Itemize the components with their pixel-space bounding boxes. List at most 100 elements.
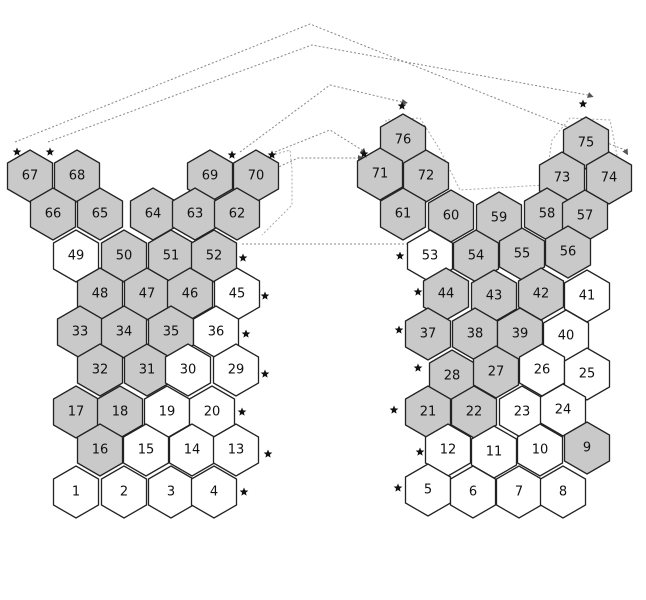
- hex-number-label: 28: [444, 369, 461, 384]
- star-icon: [394, 325, 404, 334]
- hex-number-label: 24: [555, 403, 572, 418]
- hex-tile: 11: [470, 425, 518, 479]
- hex-tile: 46: [166, 267, 214, 321]
- hex-shape: [472, 345, 520, 399]
- hex-number-label: 62: [229, 207, 246, 222]
- star-icon: [393, 483, 403, 492]
- hex-shape: [213, 187, 261, 241]
- star-icon: [413, 363, 423, 372]
- hex-number-label: 35: [163, 325, 180, 340]
- hex-tile: 10: [516, 423, 564, 477]
- hex-shape: [212, 343, 260, 397]
- hex-tile: 65: [76, 187, 124, 241]
- hex-number-label: 11: [486, 445, 503, 460]
- hex-shape: [516, 423, 564, 477]
- hex-number-label: 71: [372, 167, 389, 182]
- star-icon: [389, 405, 399, 414]
- hex-number-label: 2: [120, 485, 128, 500]
- hex-shape: [164, 343, 212, 397]
- hex-number-label: 22: [466, 405, 483, 420]
- hex-number-label: 21: [420, 405, 437, 420]
- hex-number-label: 18: [112, 405, 129, 420]
- hex-tile: 76: [379, 113, 427, 167]
- star-icon: [241, 329, 251, 338]
- hex-tile: 72: [402, 149, 450, 203]
- hex-tile: 71: [356, 147, 404, 201]
- star-icon: [237, 407, 247, 416]
- hex-shape: [517, 267, 565, 321]
- hex-number-label: 31: [139, 363, 156, 378]
- arrow-head-icon: [401, 99, 408, 105]
- hex-number-label: 16: [92, 443, 109, 458]
- hex-number-label: 41: [579, 289, 596, 304]
- hex-number-label: 26: [534, 363, 551, 378]
- hex-number-label: 74: [601, 171, 618, 186]
- hex-number-label: 49: [68, 249, 85, 264]
- hex-tile: 54: [452, 229, 500, 283]
- star-icon: [359, 149, 369, 158]
- hex-number-label: 68: [69, 169, 86, 184]
- hex-shape: [212, 423, 260, 477]
- hex-number-label: 70: [248, 169, 265, 184]
- hex-shape: [379, 187, 427, 241]
- hex-number-label: 56: [560, 245, 577, 260]
- hex-number-label: 64: [145, 207, 162, 222]
- star-icon: [260, 369, 270, 378]
- hex-number-label: 20: [204, 405, 221, 420]
- hex-tile: 43: [470, 269, 518, 323]
- hex-number-label: 69: [202, 169, 219, 184]
- hex-tile: 75: [562, 116, 610, 170]
- hex-shape: [29, 187, 77, 241]
- edge-stars: [12, 99, 588, 496]
- hex-number-label: 59: [491, 211, 508, 226]
- hex-shape: [406, 229, 454, 283]
- hex-tile: 9: [563, 421, 611, 475]
- hex-tile: 56: [544, 225, 592, 279]
- hex-shape: [424, 423, 472, 477]
- hex-number-label: 33: [72, 325, 89, 340]
- hex-shape: [449, 465, 497, 519]
- arrow-head-icon: [586, 92, 594, 98]
- hex-tile: 20: [188, 385, 236, 439]
- hex-number-label: 36: [208, 325, 225, 340]
- hex-number-label: 52: [206, 249, 223, 264]
- arrow-head-icon: [622, 148, 628, 156]
- star-icon: [267, 150, 277, 159]
- hex-number-label: 25: [579, 367, 596, 382]
- hex-number-label: 42: [533, 287, 550, 302]
- hex-number-label: 66: [45, 207, 62, 222]
- hex-number-label: 1: [72, 485, 80, 500]
- hex-number-label: 54: [468, 249, 485, 264]
- hex-shape: [76, 187, 124, 241]
- hex-tile: 55: [498, 227, 546, 281]
- hex-tile: 40: [542, 309, 590, 363]
- hex-tile: 1: [52, 465, 100, 519]
- seam-connector-line: [239, 84, 403, 153]
- hex-number-label: 7: [515, 485, 523, 500]
- hex-number-label: 27: [488, 365, 505, 380]
- hex-number-label: 61: [395, 207, 412, 222]
- star-icon: [263, 449, 273, 458]
- hex-number-label: 6: [469, 485, 477, 500]
- hex-number-label: 12: [440, 443, 457, 458]
- hex-shape: [452, 229, 500, 283]
- star-icon: [260, 291, 270, 300]
- hex-tile: 2: [100, 465, 148, 519]
- hex-number-label: 3: [167, 485, 175, 500]
- hex-shape: [563, 269, 611, 323]
- hex-tile: 64: [129, 187, 177, 241]
- hex-shape: [544, 225, 592, 279]
- hex-shape: [450, 385, 498, 439]
- hex-tile: 44: [422, 267, 470, 321]
- hex-number-label: 8: [559, 485, 567, 500]
- hex-tile: 69: [186, 149, 234, 203]
- star-icon: [227, 150, 237, 159]
- star-icon: [239, 487, 249, 496]
- hex-shape: [404, 307, 452, 361]
- hex-number-label: 72: [418, 169, 435, 184]
- hex-number-label: 67: [22, 169, 39, 184]
- hex-number-label: 48: [92, 287, 109, 302]
- hex-number-label: 23: [514, 405, 531, 420]
